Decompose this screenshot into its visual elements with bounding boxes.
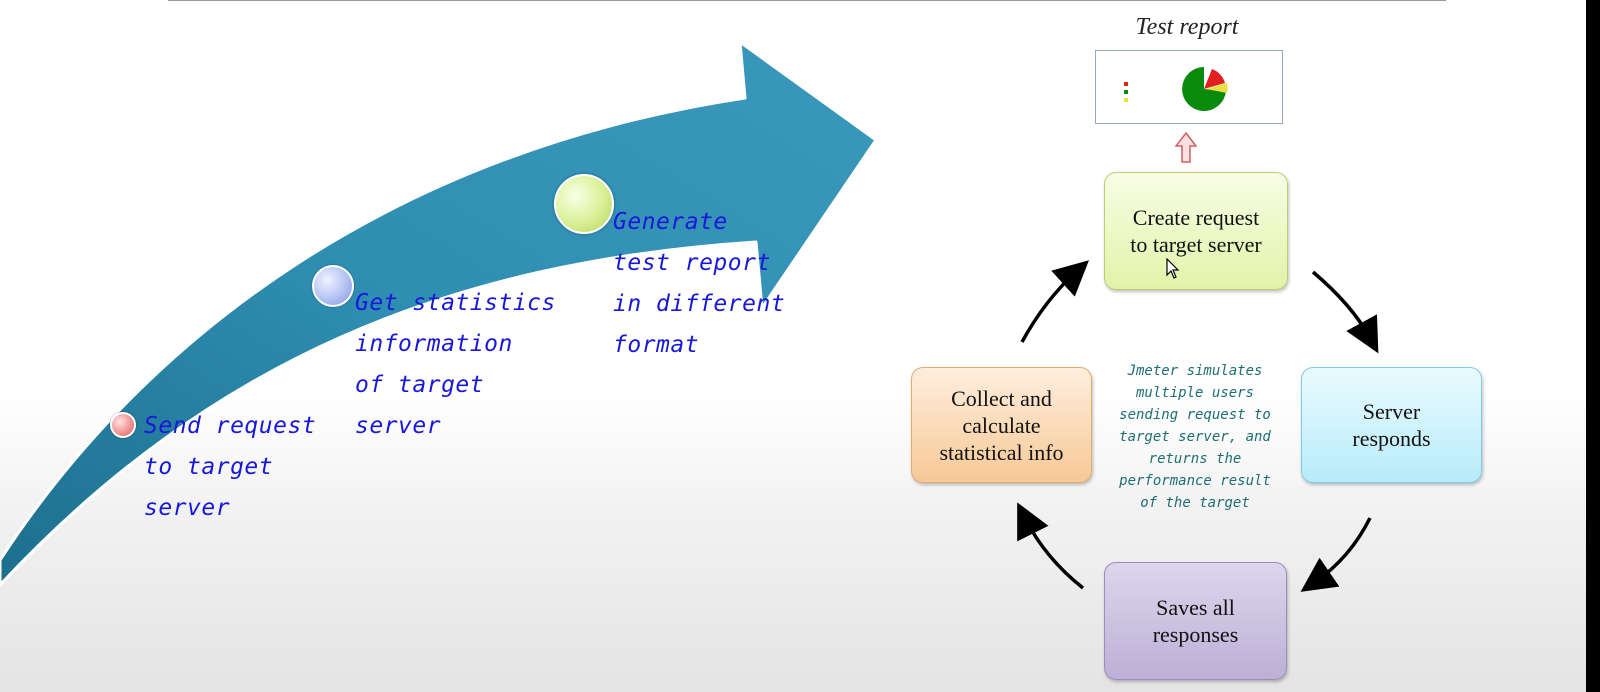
pie-slice-yellow — [1206, 83, 1228, 93]
node-saves-responses: Saves all responses — [1104, 562, 1287, 680]
report-legend-swatch — [1124, 97, 1130, 102]
node-create-request: Create request to target server — [1104, 172, 1288, 290]
step-label-statistics: Get statistics information of target ser… — [355, 290, 556, 439]
up-arrow-icon — [1175, 132, 1197, 163]
arrow-create-to-server — [1311, 270, 1379, 354]
node-saves-label: Saves all responses — [1152, 595, 1239, 647]
report-thumbnail — [1095, 50, 1283, 124]
step-dot-generate — [554, 174, 614, 234]
node-collect-label: Collect and calculate statistical info — [939, 385, 1064, 465]
report-pie-chart — [1182, 67, 1228, 111]
node-server-label: Server responds — [1352, 399, 1431, 451]
progress-arrow — [0, 40, 878, 587]
pie-slice-green — [1182, 67, 1226, 111]
pie-slice-red — [1204, 69, 1225, 89]
report-title: Test report — [1135, 14, 1239, 40]
report-legend-swatch — [1124, 89, 1130, 94]
step-dot-send — [110, 412, 136, 438]
arrow-collect-to-create — [1020, 260, 1089, 343]
arrow-saves-to-collect — [1017, 502, 1085, 590]
step-label-send: Send request to target server — [144, 413, 317, 521]
step-dot-statistics — [312, 265, 354, 307]
top-divider — [168, 0, 1446, 1]
step-label-generate: Generate test report in different format — [613, 209, 786, 358]
window-edge — [1586, 0, 1600, 692]
node-server-responds: Server responds — [1301, 367, 1482, 483]
cycle-description: Jmeter simulates multiple users sending … — [1119, 363, 1271, 511]
node-create-label: Create request to target server — [1130, 205, 1262, 257]
progress-arrow-body — [0, 40, 878, 587]
report-legend-swatch — [1124, 81, 1130, 86]
arrow-server-to-saves — [1300, 517, 1372, 592]
node-collect-statistics: Collect and calculate statistical info — [911, 367, 1092, 483]
mouse-cursor-icon — [1166, 258, 1180, 279]
